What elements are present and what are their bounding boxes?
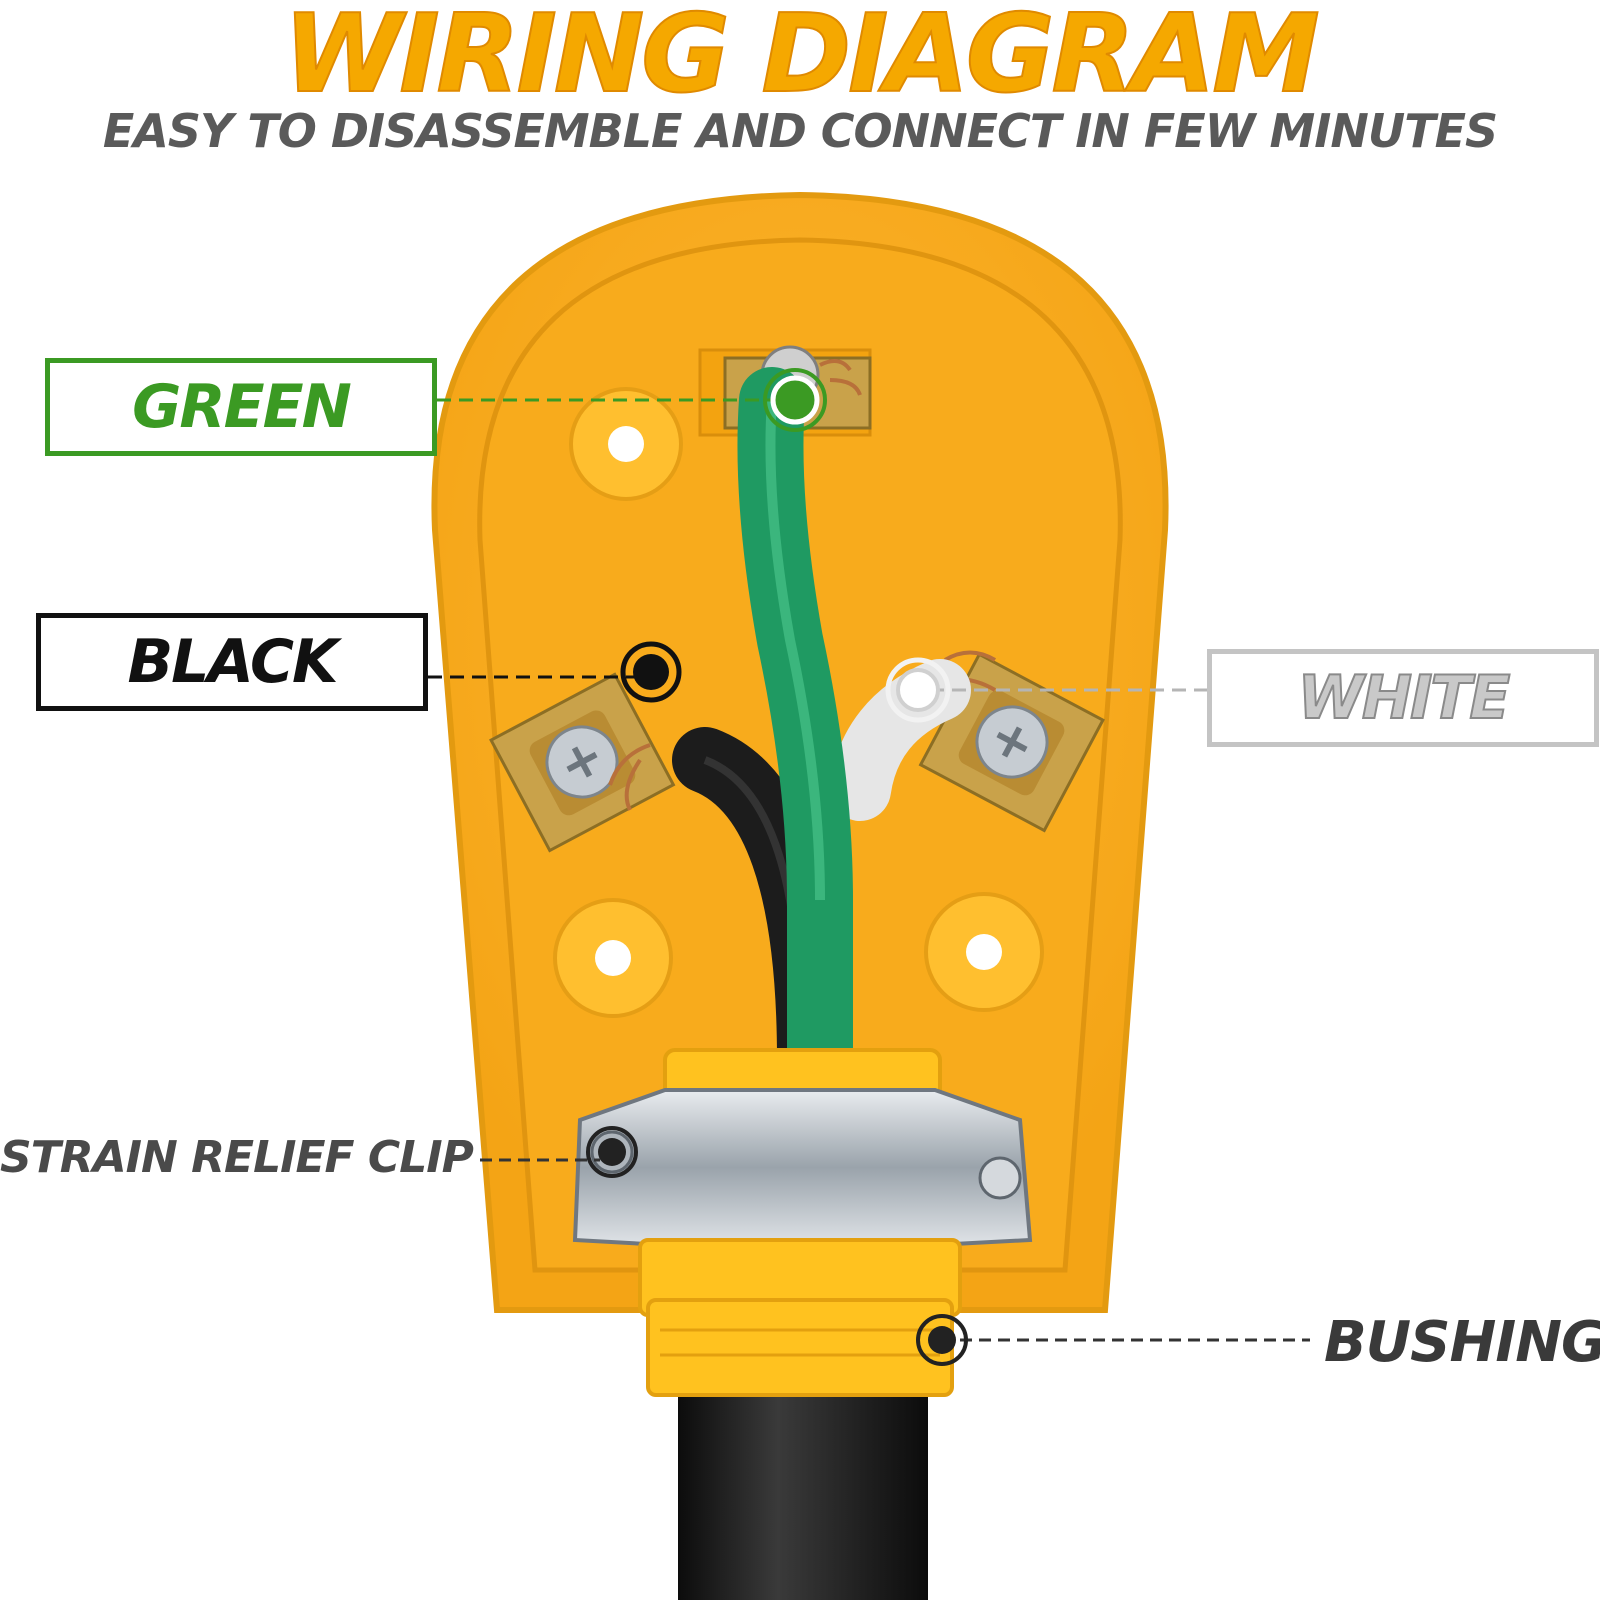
lower-bushing <box>638 1238 962 1397</box>
callout-white <box>885 657 1207 723</box>
strain-relief-clip-label: STRAIN RELIEF CLIP <box>0 1132 474 1183</box>
diagram-subtitle: EASY TO DISASSEMBLE AND CONNECT IN FEW M… <box>102 104 1498 158</box>
diagram-title: WIRING DIAGRAM <box>282 0 1321 118</box>
callout-bushing <box>916 1314 1310 1366</box>
power-cord <box>678 1370 928 1600</box>
green-wire-label: GREEN <box>45 358 437 456</box>
black-wire-label: BLACK <box>36 613 428 711</box>
bushing-label: BUSHING <box>1324 1310 1600 1375</box>
strain-relief-clip-shape <box>572 1088 1033 1247</box>
callout-green <box>437 368 827 432</box>
callout-black <box>428 641 682 703</box>
black-terminal <box>489 672 676 853</box>
white-wire-label: WHITE <box>1207 649 1599 747</box>
mounting-holes <box>553 387 1044 1018</box>
callout-clip <box>480 1126 638 1178</box>
